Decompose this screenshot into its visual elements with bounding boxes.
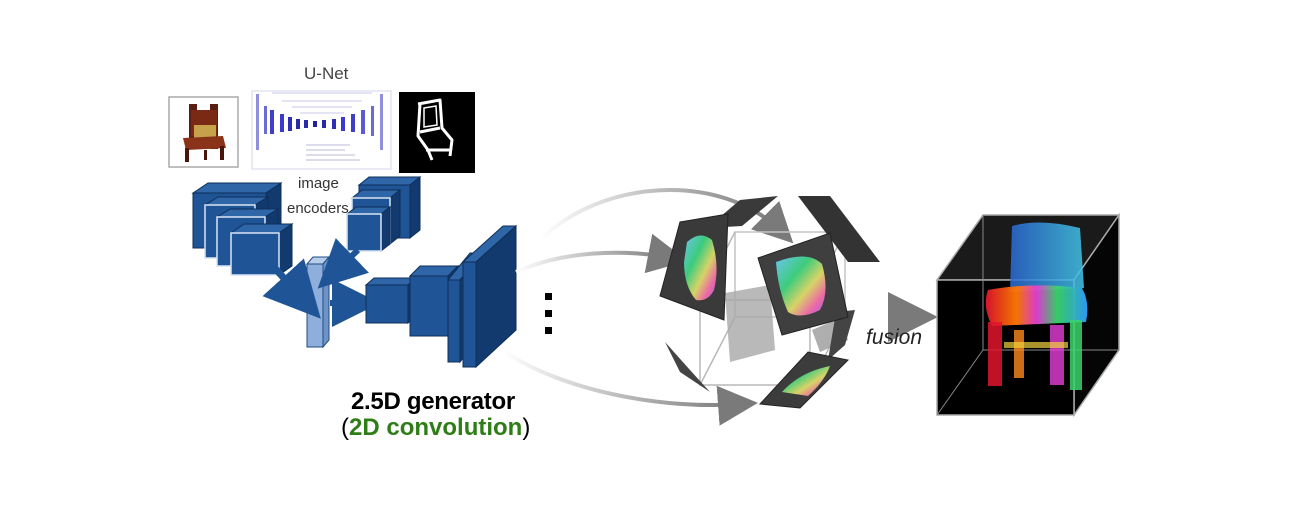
generator-title: 2.5D generator	[351, 388, 515, 415]
paren-open: (	[341, 414, 349, 441]
output-point-cloud	[935, 212, 1121, 418]
generator-accent-text: 2D convolution	[349, 414, 523, 441]
multi-view-depth-maps	[659, 196, 880, 409]
encoders-label-line1: image	[298, 175, 339, 192]
image-encoder-stack-left	[191, 182, 294, 276]
input-chair-image	[168, 96, 239, 168]
encoders-label-line2: encoders	[287, 200, 349, 217]
paren-close: )	[522, 414, 531, 441]
generator-blocks	[364, 224, 518, 369]
image-encoder-stack-right	[345, 175, 422, 253]
latent-vector	[305, 255, 331, 349]
fusion-label: fusion	[866, 326, 923, 349]
silhouette-mask-image	[399, 92, 475, 173]
unet-architecture-image	[251, 90, 392, 170]
encoder-to-latent-arrows	[262, 238, 380, 327]
unet-label: U-Net	[304, 64, 349, 83]
ellipsis-dots	[545, 293, 552, 334]
generator-subtitle: (2D convolution)	[341, 414, 530, 442]
